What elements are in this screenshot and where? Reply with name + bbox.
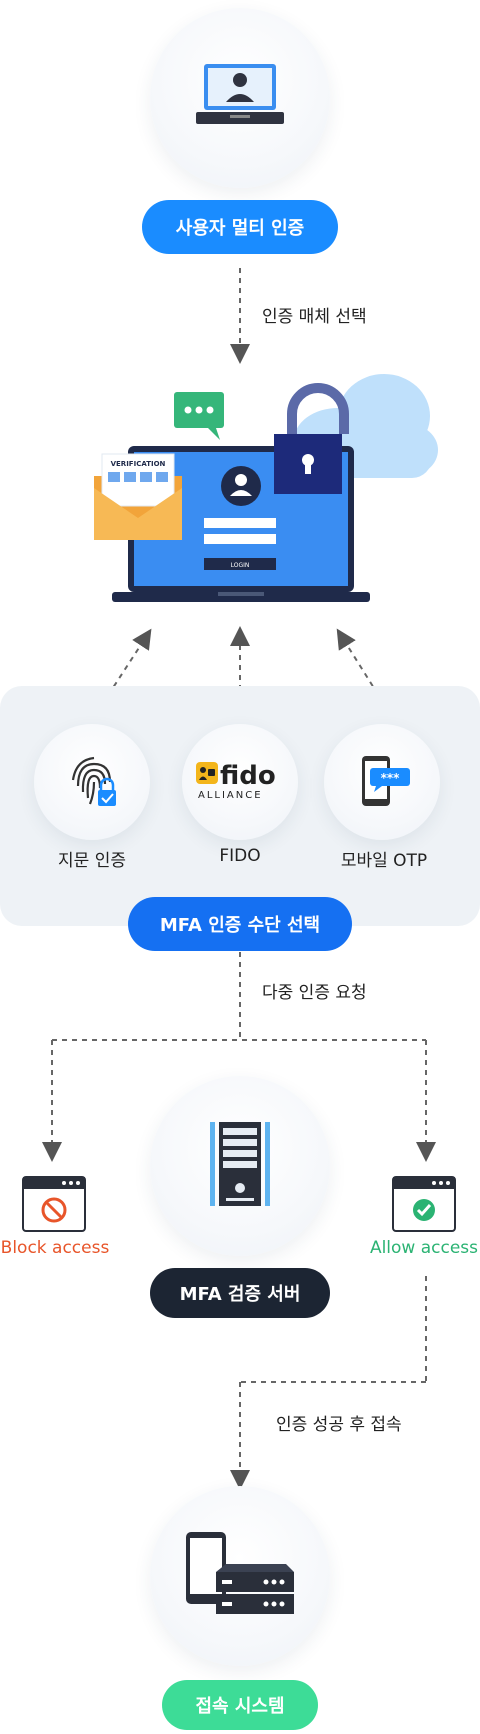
- block-access-label: Block access: [0, 1238, 110, 1258]
- select-medium-label: 인증 매체 선택: [262, 307, 367, 327]
- after-success-label: 인증 성공 후 접속: [276, 1415, 402, 1435]
- user-auth-pill: 사용자 멀티 인증: [142, 200, 338, 254]
- multi-request-label: 다중 인증 요청: [262, 983, 367, 1003]
- block-browser-icon: [22, 1176, 86, 1232]
- allow-browser-icon: [392, 1176, 456, 1232]
- envelope-icon: VERIFICATION: [94, 453, 182, 540]
- svg-text:ALLIANCE: ALLIANCE: [198, 790, 263, 801]
- mfa-select-pill: MFA 인증 수단 선택: [128, 897, 352, 951]
- phone-server-icon: [186, 1532, 294, 1614]
- laptop-user-icon: [196, 64, 284, 124]
- chat-bubble-icon: [174, 392, 224, 440]
- allow-access-label: Allow access: [369, 1238, 479, 1258]
- fido-label: FIDO: [219, 846, 261, 866]
- padlock-icon: [274, 383, 349, 494]
- svg-text:***: ***: [381, 771, 401, 785]
- fido-alliance-logo: fido ALLIANCE: [196, 761, 276, 801]
- connector-fingerprint-laptop: [91, 628, 152, 721]
- server-tower-icon: [210, 1122, 270, 1206]
- fingerprint-circle: [34, 724, 150, 840]
- connector-otp-laptop: [336, 628, 395, 721]
- otp-label: 모바일 OTP: [340, 851, 428, 871]
- fingerprint-label: 지문 인증: [58, 851, 126, 871]
- fingerprint-lock-icon: [71, 756, 116, 806]
- verify-server-pill: MFA 검증 서버: [150, 1268, 330, 1318]
- svg-text:fido: fido: [220, 761, 276, 791]
- verification-text: VERIFICATION: [111, 460, 166, 468]
- access-system-pill: 접속 시스템: [162, 1680, 318, 1730]
- mobile-otp-icon: ***: [362, 756, 410, 806]
- laptop-login-illustration: LOGIN VERIFICATION: [94, 374, 438, 602]
- login-button-text: LOGIN: [231, 562, 250, 569]
